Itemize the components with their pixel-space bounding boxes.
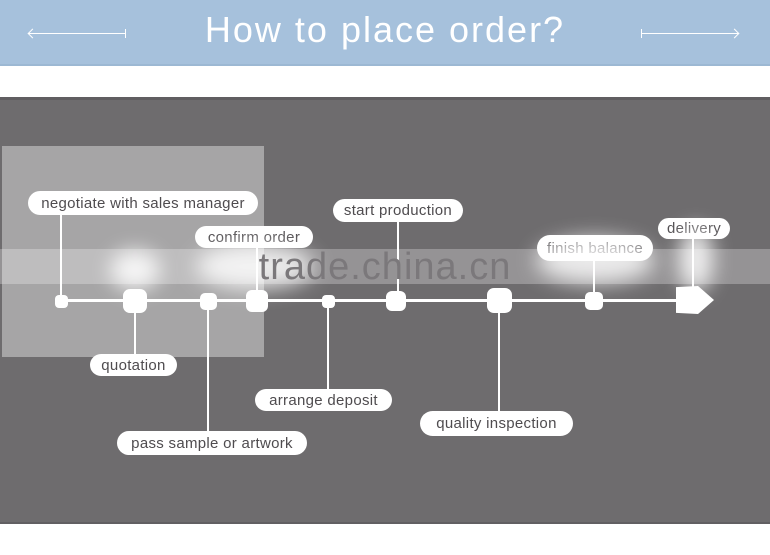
timeline-node-quotation bbox=[123, 289, 147, 313]
timeline-node-pass-sample bbox=[200, 293, 217, 310]
connector-start-production bbox=[397, 221, 399, 292]
step-label-quotation: quotation bbox=[90, 354, 177, 376]
delivery-arrow-icon bbox=[676, 286, 714, 314]
connector-quality-inspection bbox=[498, 312, 500, 412]
timeline-node-start-production bbox=[386, 291, 406, 311]
step-label-arrange-deposit: arrange deposit bbox=[255, 389, 392, 411]
timeline-node-negotiate bbox=[55, 295, 68, 308]
step-label-confirm-order: confirm order bbox=[195, 226, 313, 248]
step-label-quality-inspection: quality inspection bbox=[420, 411, 573, 436]
rule-tick bbox=[125, 29, 126, 38]
watermark-text: trade.china.cn bbox=[258, 246, 512, 288]
timeline-node-finish-balance bbox=[585, 292, 603, 310]
step-label-start-production: start production bbox=[333, 199, 463, 222]
step-label-pass-sample: pass sample or artwork bbox=[117, 431, 307, 455]
connector-negotiate bbox=[60, 215, 62, 296]
header-rule-left-line bbox=[27, 28, 126, 39]
arrow-right-icon bbox=[729, 28, 740, 39]
header-rule-right-line bbox=[641, 28, 740, 39]
step-label-negotiate: negotiate with sales manager bbox=[28, 191, 258, 215]
page-title: How to place order? bbox=[204, 9, 566, 50]
timeline-node-quality-inspection bbox=[487, 288, 512, 313]
arrow-left-icon bbox=[27, 28, 38, 39]
step-label-delivery: delivery bbox=[658, 218, 730, 239]
diagram-canvas: negotiate with sales manager quotation p… bbox=[0, 97, 770, 524]
timeline-node-confirm-order bbox=[246, 290, 268, 312]
connector-pass-sample bbox=[207, 309, 209, 432]
connector-quotation bbox=[134, 312, 136, 355]
rule-tick bbox=[641, 29, 642, 38]
header-band: How to place order? bbox=[0, 0, 770, 66]
timeline-line bbox=[61, 299, 686, 302]
connector-arrange-deposit bbox=[327, 307, 329, 390]
timeline-node-arrange-deposit bbox=[322, 295, 335, 308]
